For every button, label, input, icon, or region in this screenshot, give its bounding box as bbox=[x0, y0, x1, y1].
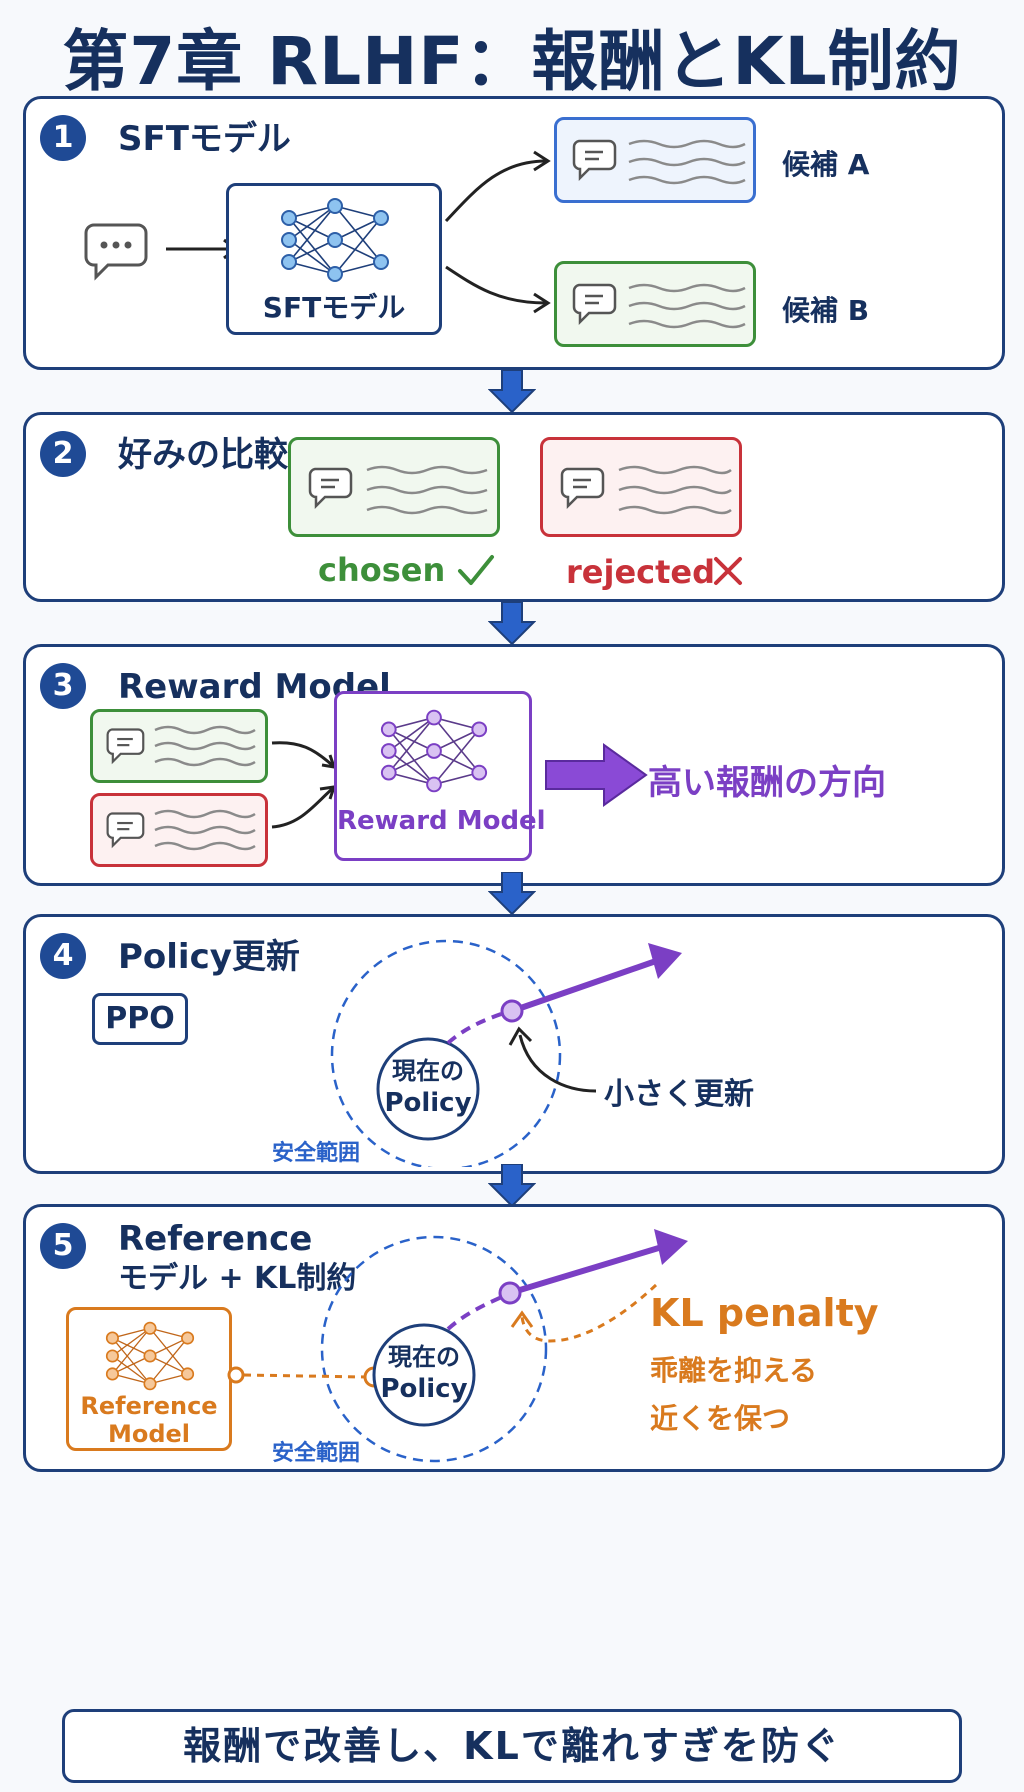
summary-footer: 報酬で改善し、KLで離れすぎを防ぐ bbox=[62, 1709, 962, 1783]
step-5-number: 5 bbox=[40, 1223, 86, 1269]
step-5-panel: 5 Reference モデル + KL制約 Reference Model bbox=[23, 1204, 1005, 1472]
step-4-title: Policy更新 bbox=[118, 937, 300, 977]
step-2-title: 好みの比較 bbox=[118, 435, 288, 475]
down-arrow-icon bbox=[488, 872, 536, 916]
chosen-card bbox=[288, 437, 500, 537]
chat-input-icon bbox=[84, 223, 148, 281]
step-4-number: 4 bbox=[40, 933, 86, 979]
down-arrow-icon bbox=[488, 370, 536, 414]
candidate-a-label: 候補 A bbox=[782, 148, 870, 181]
small-update-label: 小さく更新 bbox=[604, 1077, 754, 1112]
chosen-label: chosen bbox=[318, 551, 446, 589]
message-icon bbox=[308, 467, 353, 510]
neural-network-icon bbox=[105, 1321, 195, 1391]
safe-range-label: 安全範囲 bbox=[272, 1141, 361, 1166]
candidate-b-card bbox=[554, 261, 756, 347]
sft-model-box: SFTモデル bbox=[226, 183, 442, 335]
step-3-number: 3 bbox=[40, 663, 86, 709]
step-1-title: SFTモデル bbox=[118, 119, 291, 159]
reward-model-label: Reward Model bbox=[337, 806, 546, 836]
current-policy-line2: Policy bbox=[384, 1088, 472, 1118]
reference-model-line2: Model bbox=[107, 1420, 191, 1448]
step-1-number: 1 bbox=[40, 115, 86, 161]
neural-network-icon bbox=[281, 198, 389, 282]
down-arrow-icon bbox=[488, 1164, 536, 1208]
safe-range-label: 安全範囲 bbox=[272, 1441, 361, 1466]
current-policy-line1: 現在の bbox=[388, 1343, 460, 1371]
text-lines-icon bbox=[628, 139, 746, 185]
policy-update-diagram bbox=[330, 939, 682, 1167]
rejected-card bbox=[540, 437, 742, 537]
kl-constraint-diagram bbox=[227, 1229, 688, 1463]
rejected-label: rejected bbox=[566, 553, 716, 591]
current-policy-label: 現在の Policy bbox=[378, 1055, 478, 1119]
down-arrow-icon bbox=[488, 602, 536, 646]
text-lines-icon bbox=[618, 465, 732, 515]
cross-icon bbox=[714, 557, 742, 585]
rejected-input-card bbox=[90, 793, 268, 867]
step-2-panel: 2 好みの比較 chosen reje bbox=[23, 412, 1005, 602]
message-icon bbox=[560, 467, 605, 510]
step-2-number: 2 bbox=[40, 431, 86, 477]
text-lines-icon bbox=[154, 725, 256, 767]
reference-model-box: Reference Model bbox=[66, 1307, 232, 1451]
message-icon bbox=[572, 139, 617, 182]
reward-model-box: Reward Model bbox=[334, 691, 546, 861]
current-policy-label: 現在の Policy bbox=[374, 1341, 474, 1405]
neural-network-icon bbox=[380, 709, 488, 793]
reference-model-line1: Reference bbox=[80, 1392, 218, 1420]
merge-arrows bbox=[271, 741, 337, 829]
step-1-panel: 1 SFTモデル SFTモデル bbox=[23, 96, 1005, 370]
candidate-a-card bbox=[554, 117, 756, 203]
sft-model-label: SFTモデル bbox=[262, 291, 406, 324]
message-icon bbox=[106, 728, 145, 765]
step-3-panel: 3 Reward Model bbox=[23, 644, 1005, 886]
message-icon bbox=[106, 812, 145, 849]
check-icon bbox=[458, 555, 494, 585]
kl-penalty-label: KL penalty bbox=[650, 1291, 879, 1335]
current-policy-line1: 現在の bbox=[392, 1057, 464, 1085]
kl-desc-line2: 近くを保つ bbox=[650, 1402, 791, 1435]
current-policy-line2: Policy bbox=[380, 1374, 468, 1404]
message-icon bbox=[572, 283, 617, 326]
page-title: 第7章 RLHF：報酬とKL制約 bbox=[62, 23, 962, 100]
text-lines-icon bbox=[154, 809, 256, 851]
step-5-title-line2: モデル + KL制約 bbox=[118, 1261, 357, 1296]
step-4-panel: 4 Policy更新 PPO 現在の Policy 小さく更新 安全範囲 bbox=[23, 914, 1005, 1174]
branch-arrows bbox=[444, 150, 551, 314]
step-5-title: Reference モデル + KL制約 bbox=[118, 1219, 356, 1299]
reward-direction-label: 高い報酬の方向 bbox=[648, 763, 886, 803]
reference-model-label: Reference Model bbox=[69, 1392, 229, 1448]
reward-direction-arrow-icon bbox=[545, 743, 648, 807]
kl-desc-line1: 乖離を抑える bbox=[650, 1354, 818, 1387]
text-lines-icon bbox=[628, 283, 746, 329]
text-lines-icon bbox=[366, 465, 488, 515]
step-5-title-line1: Reference bbox=[118, 1219, 313, 1259]
candidate-b-label: 候補 B bbox=[782, 294, 870, 327]
ppo-badge: PPO bbox=[92, 993, 188, 1045]
chosen-input-card bbox=[90, 709, 268, 783]
